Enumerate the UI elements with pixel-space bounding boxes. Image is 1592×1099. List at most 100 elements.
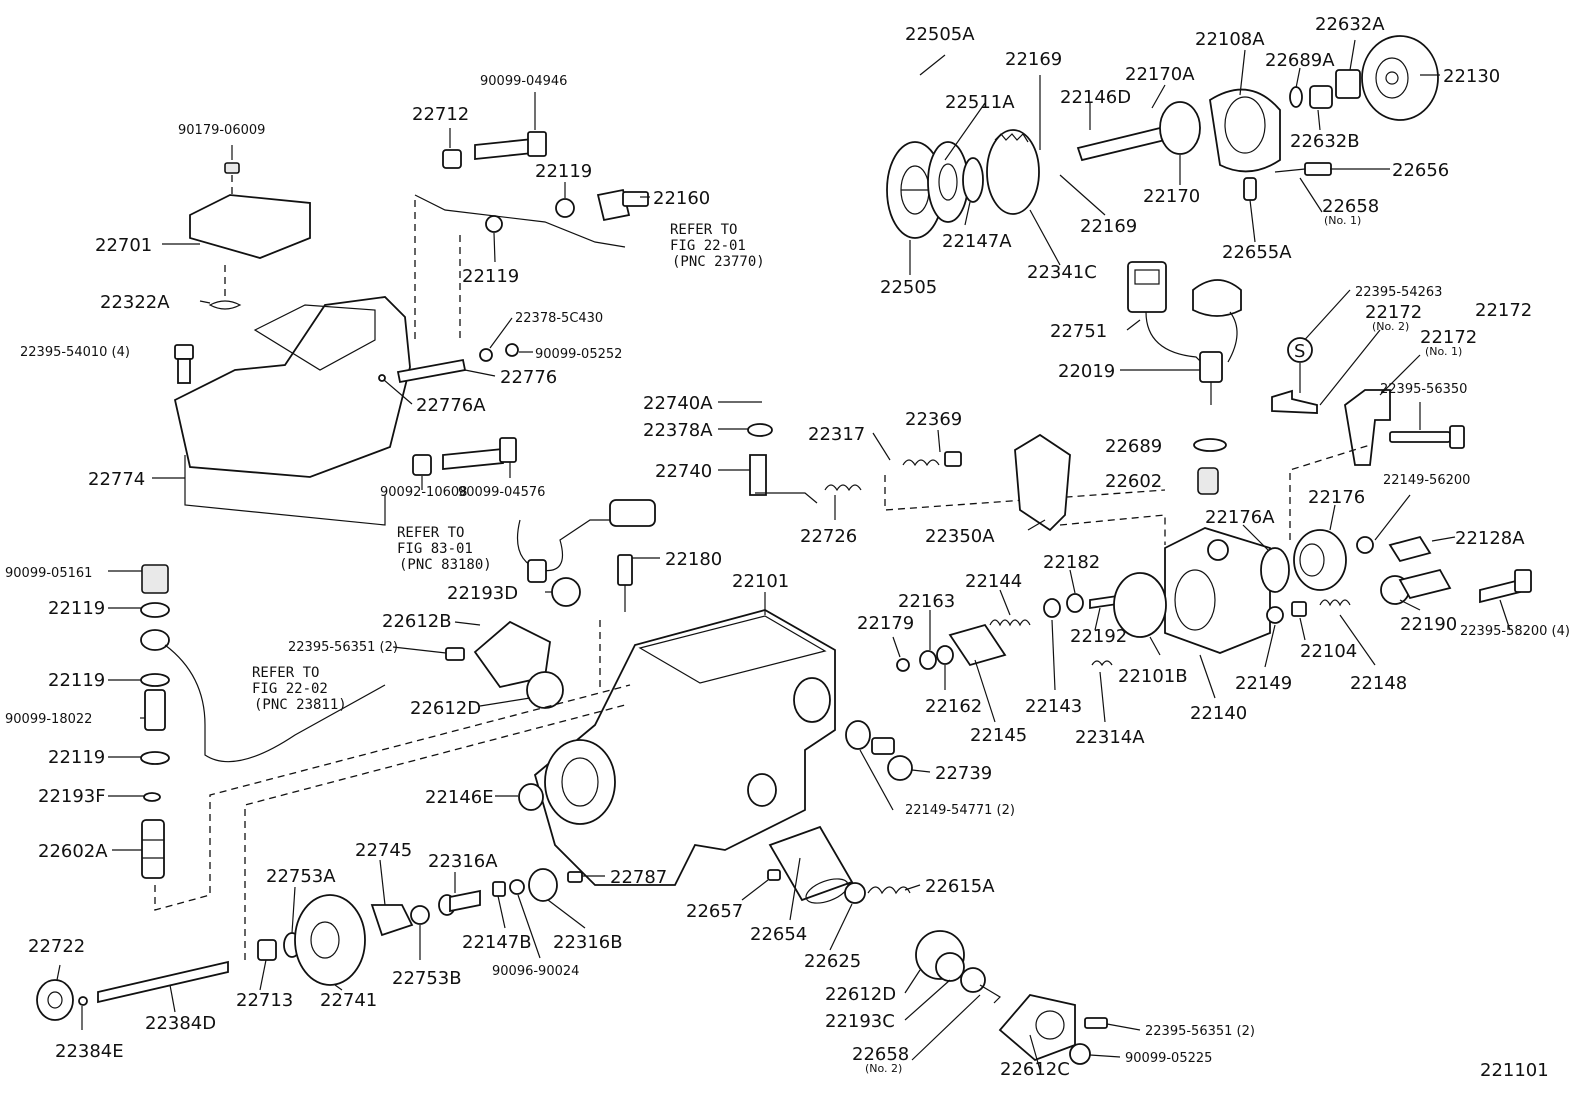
label-22149-56200: 22149-56200 (1383, 473, 1470, 488)
plate-22145 (948, 623, 1007, 667)
label-22316A: 22316A (428, 851, 498, 872)
leader-lines (56, 39, 1511, 1071)
label-22145: 22145 (970, 725, 1027, 746)
label-22369: 22369 (905, 409, 962, 430)
label-90099-18022: 90099-18022 (5, 712, 92, 727)
label-22182: 22182 (1043, 552, 1100, 573)
o-ring-22193C (935, 952, 965, 982)
seal-22146E (518, 783, 544, 811)
label-22740: 22740 (655, 461, 712, 482)
label-22612C: 22612C (1000, 1059, 1070, 1080)
washer-22163 (919, 650, 937, 670)
bolt-22395-54010 (174, 344, 194, 384)
weight-22745 (370, 904, 414, 937)
washer-22143 (1043, 598, 1061, 618)
label-22395-58200: 22395-58200 (4) (1460, 624, 1570, 639)
valve-22176 (1293, 529, 1347, 591)
guide-line (884, 475, 1166, 511)
pin-22657 (767, 869, 781, 881)
label-22602A: 22602A (38, 841, 108, 862)
label-22612D-b: 22612D (825, 984, 896, 1005)
label-22776: 22776 (500, 367, 557, 388)
label-22395-56350: 22395-56350 (1380, 382, 1467, 397)
label-22130: 22130 (1443, 66, 1500, 87)
label-22657: 22657 (686, 901, 743, 922)
part-labels: 22505A 22169 22108A 22632A 22130 22511A … (5, 14, 1570, 1081)
spring-22314A (1091, 660, 1113, 667)
drive-shaft-22170 (1076, 101, 1201, 162)
label-22774: 22774 (88, 469, 145, 490)
valve-22658-no2 (960, 967, 1001, 1004)
label-22190: 22190 (1400, 614, 1457, 635)
note-line: (PNC 23811) (254, 697, 347, 713)
label-22170: 22170 (1143, 186, 1200, 207)
label-22654: 22654 (750, 924, 807, 945)
label-22395-56351-b: 22395-56351 (2) (1145, 1024, 1255, 1039)
gear-22741 (294, 894, 366, 986)
part-drawings (36, 35, 1532, 1065)
label-22378A: 22378A (643, 420, 713, 441)
label-22119-d: 22119 (48, 670, 105, 691)
washer-90096-90024 (509, 879, 525, 895)
label-22193C: 22193C (825, 1011, 895, 1032)
label-22740A: 22740A (643, 393, 713, 414)
spring-22322A (208, 265, 242, 310)
label-22146E: 22146E (425, 787, 494, 808)
label-22172-c-note: (No. 1) (1425, 345, 1462, 358)
label-22612B: 22612B (382, 611, 452, 632)
label-22119-b: 22119 (462, 266, 519, 287)
label-22162: 22162 (925, 696, 982, 717)
note-line: FIG 83-01 (397, 541, 473, 557)
washer-22149b (1266, 606, 1284, 624)
label-22179: 22179 (857, 613, 914, 634)
washer-22625 (844, 882, 866, 904)
governor-cover-22774 (173, 296, 411, 526)
label-22119-c: 22119 (48, 598, 105, 619)
spring-22726 (824, 484, 862, 492)
label-22149-54771: 22149-54771 (2) (905, 803, 1015, 818)
washer-22753B (410, 905, 430, 925)
label-22192: 22192 (1070, 626, 1127, 647)
label-22149: 22149 (1235, 673, 1292, 694)
washer-22179 (896, 658, 910, 672)
figure-number: 221101 (1480, 1060, 1549, 1081)
label-22172-b-note: (No. 2) (1372, 320, 1409, 333)
note-line: (PNC 83180) (399, 557, 492, 573)
label-22317: 22317 (808, 424, 865, 445)
label-22655A: 22655A (1222, 242, 1292, 263)
label-22658-note: (No. 1) (1324, 214, 1361, 227)
o-ring-22689 (1193, 438, 1227, 452)
label-22787: 22787 (610, 867, 667, 888)
label-22505: 22505 (880, 277, 937, 298)
label-22753A: 22753A (266, 866, 336, 887)
label-22180: 22180 (665, 549, 722, 570)
label-22101B: 22101B (1118, 666, 1188, 687)
fuel-pipe-left (140, 564, 386, 879)
label-22378-5C430: 22378-5C430 (515, 311, 603, 326)
washer-22149 (1356, 536, 1374, 554)
filter-22602 (1197, 467, 1219, 495)
ring-22101B (1113, 572, 1167, 638)
label-22170A: 22170A (1125, 64, 1195, 85)
bolt-22395-58200 (1479, 569, 1532, 604)
note-line: REFER TO (670, 222, 737, 238)
gear-22341C (986, 129, 1040, 215)
ring-22378A (747, 423, 773, 437)
label-22019: 22019 (1058, 361, 1115, 382)
spring-22148 (1319, 599, 1351, 607)
symbol-s: S (1294, 341, 1305, 362)
label-22163: 22163 (898, 591, 955, 612)
nut-22722 (36, 979, 74, 1021)
label-22632A: 22632A (1315, 14, 1385, 35)
shaft-22316A (438, 889, 481, 916)
label-22615A: 22615A (925, 876, 995, 897)
label-22602: 22602 (1105, 471, 1162, 492)
spring-22615A (867, 886, 911, 895)
screw-22104 (1291, 601, 1307, 617)
reference-note-2: REFER TO FIG 83-01 (PNC 83180) (397, 525, 492, 573)
label-22101: 22101 (732, 571, 789, 592)
label-22148: 22148 (1350, 673, 1407, 694)
label-22612D-a: 22612D (410, 698, 481, 719)
valve-22776 (378, 343, 519, 384)
